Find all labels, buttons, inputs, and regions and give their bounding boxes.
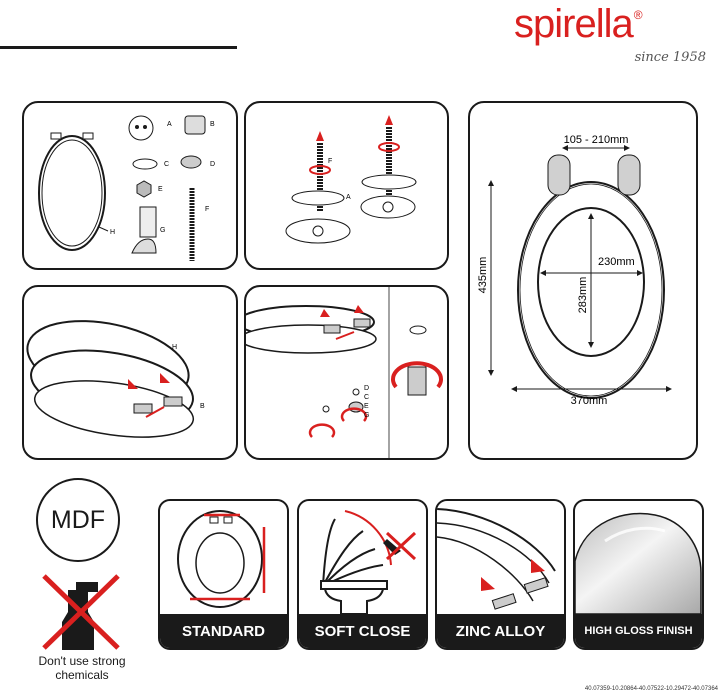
panel-hinge-fixing: D C E G xyxy=(237,285,449,460)
part-label-f: F xyxy=(328,158,332,165)
material-badge: MDF xyxy=(36,478,120,562)
parts-illustration: A B C D E F G H xyxy=(38,115,215,261)
dim-outer-height: 435mm xyxy=(477,257,489,294)
part-label-h: H xyxy=(172,344,177,351)
feature-standard: STANDARD xyxy=(158,499,289,650)
feature-high-gloss: HIGH GLOSS FINISH xyxy=(573,499,704,650)
part-label-c: C xyxy=(364,394,369,401)
seat-dimensions-icon xyxy=(177,510,266,608)
panel-bolt-assembly: F A xyxy=(244,101,449,270)
dim-hinge-span: 105 - 210mm xyxy=(564,134,629,146)
zinc-hinge-icon xyxy=(437,508,556,610)
part-label-d: D xyxy=(210,161,215,168)
part-label-f: F xyxy=(205,206,209,213)
feature-zinc-alloy: ZINC ALLOY xyxy=(435,499,566,650)
hinge-fixing-illustration: D C E G xyxy=(237,287,443,458)
part-label-b: B xyxy=(210,121,215,128)
panel-dimensions: 105 - 210mm 230mm 283mm 435mm 370mm xyxy=(468,101,698,460)
part-label-e: E xyxy=(364,403,369,410)
part-label-c: C xyxy=(164,161,169,168)
part-label-g: G xyxy=(160,227,165,234)
part-label-e: E xyxy=(158,186,163,193)
feature-label: STANDARD xyxy=(160,614,287,648)
gloss-lid-icon xyxy=(575,512,702,614)
panel-seat-install: H B xyxy=(22,285,238,460)
panel-parts-overview: A B C D E F G H xyxy=(22,101,238,270)
brand-tagline: since 1958 xyxy=(634,50,706,65)
product-codes: 40.07359-10.20864-40.07522-10.29472-40.0… xyxy=(584,686,718,692)
part-label-g: G xyxy=(364,412,369,419)
header-rule xyxy=(0,46,237,49)
dimensions-diagram: 105 - 210mm 230mm 283mm 435mm 370mm xyxy=(477,134,672,407)
dim-inner-width: 230mm xyxy=(598,256,635,268)
feature-label: HIGH GLOSS FINISH xyxy=(575,614,702,648)
part-label-a: A xyxy=(346,194,351,201)
feature-soft-close: SOFT CLOSE xyxy=(297,499,428,650)
part-label-b: B xyxy=(200,403,205,410)
brand-logo: spirella® xyxy=(514,2,643,46)
feature-label: ZINC ALLOY xyxy=(437,614,564,648)
no-spray-icon xyxy=(42,574,120,650)
dim-inner-height: 283mm xyxy=(577,277,589,314)
part-label-d: D xyxy=(364,385,369,392)
chemicals-warning: Don't use strong chemicals xyxy=(38,654,126,682)
soft-close-icon xyxy=(320,510,417,614)
feature-label: SOFT CLOSE xyxy=(299,614,426,648)
dim-outer-width: 370mm xyxy=(571,395,608,407)
part-label-h: H xyxy=(110,229,115,236)
part-label-a: A xyxy=(167,121,172,128)
bolt-assembly-illustration: F A xyxy=(285,115,417,244)
seat-install-illustration: H B xyxy=(26,320,205,438)
